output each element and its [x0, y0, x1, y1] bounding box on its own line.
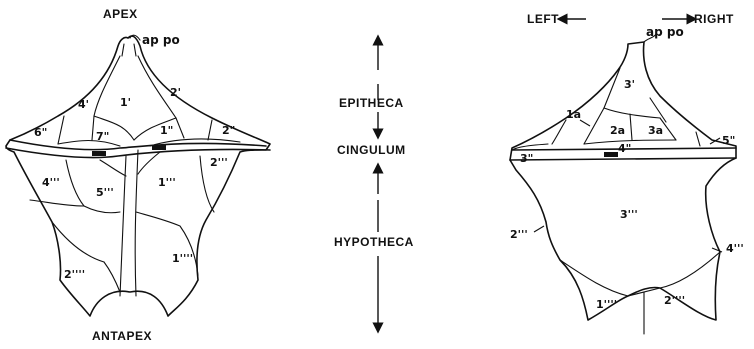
- plate-4-triple: 4''': [726, 242, 744, 255]
- plate-1-prime: 1': [120, 96, 131, 109]
- left-plate-line-4p: [94, 56, 120, 116]
- plate-4-triple: 4''': [42, 176, 60, 189]
- antapex-label: ANTAPEX: [92, 329, 152, 343]
- hypotheca-label: HYPOTHECA: [334, 235, 414, 249]
- right-apical-pore-label: ap po: [646, 25, 684, 39]
- plate-5-triple: 5''': [96, 186, 114, 199]
- right-direction-label: RIGHT: [694, 12, 734, 26]
- apex-label: APEX: [103, 7, 138, 21]
- plate-2-triple: 2''': [210, 156, 228, 169]
- plate-7-double: 7": [96, 130, 109, 143]
- plate-1-quad: 1'''': [596, 298, 617, 311]
- left-specimen: APEX ap po 2' 4' 1' 2" 1" 6" 7" 5''' 1''…: [6, 7, 270, 343]
- epitheca-label: EPITHECA: [339, 96, 404, 110]
- plate-5-double: 5": [722, 134, 735, 147]
- right-specimen: LEFT RIGHT ap po 3' 1a 2a 3a 3": [510, 12, 744, 334]
- plate-2-prime: 2': [170, 86, 181, 99]
- right-cingulum-lower: [510, 158, 736, 160]
- plate-2-quad: 2'''': [64, 268, 85, 281]
- plate-1a: 1a: [566, 108, 581, 121]
- plate-2a: 2a: [610, 124, 625, 137]
- right-outline: [510, 42, 736, 320]
- plate-1-double: 1": [160, 124, 173, 137]
- plate-4-prime: 4': [78, 98, 89, 111]
- plate-6-double: 6": [34, 126, 47, 139]
- plate-3a: 3a: [648, 124, 663, 137]
- plate-2-triple: 2''': [510, 228, 528, 241]
- plate-3-double: 3": [520, 152, 533, 165]
- plate-2-quad: 2'''': [664, 294, 685, 307]
- left-direction-label: LEFT: [527, 12, 559, 26]
- plate-1-triple: 1''': [158, 176, 176, 189]
- plate-2-double: 2": [222, 124, 235, 137]
- left-cingulum-upper: [10, 140, 266, 150]
- region-legend: EPITHECA CINGULUM HYPOTHECA: [334, 40, 414, 328]
- cingulum-label: CINGULUM: [337, 143, 406, 157]
- plate-4-double: 4": [618, 142, 631, 155]
- plate-3-prime: 3': [624, 78, 635, 91]
- plate-3-triple: 3''': [620, 208, 638, 221]
- plate-1-quad: 1'''': [172, 252, 193, 265]
- left-apical-pore-label: ap po: [142, 33, 180, 47]
